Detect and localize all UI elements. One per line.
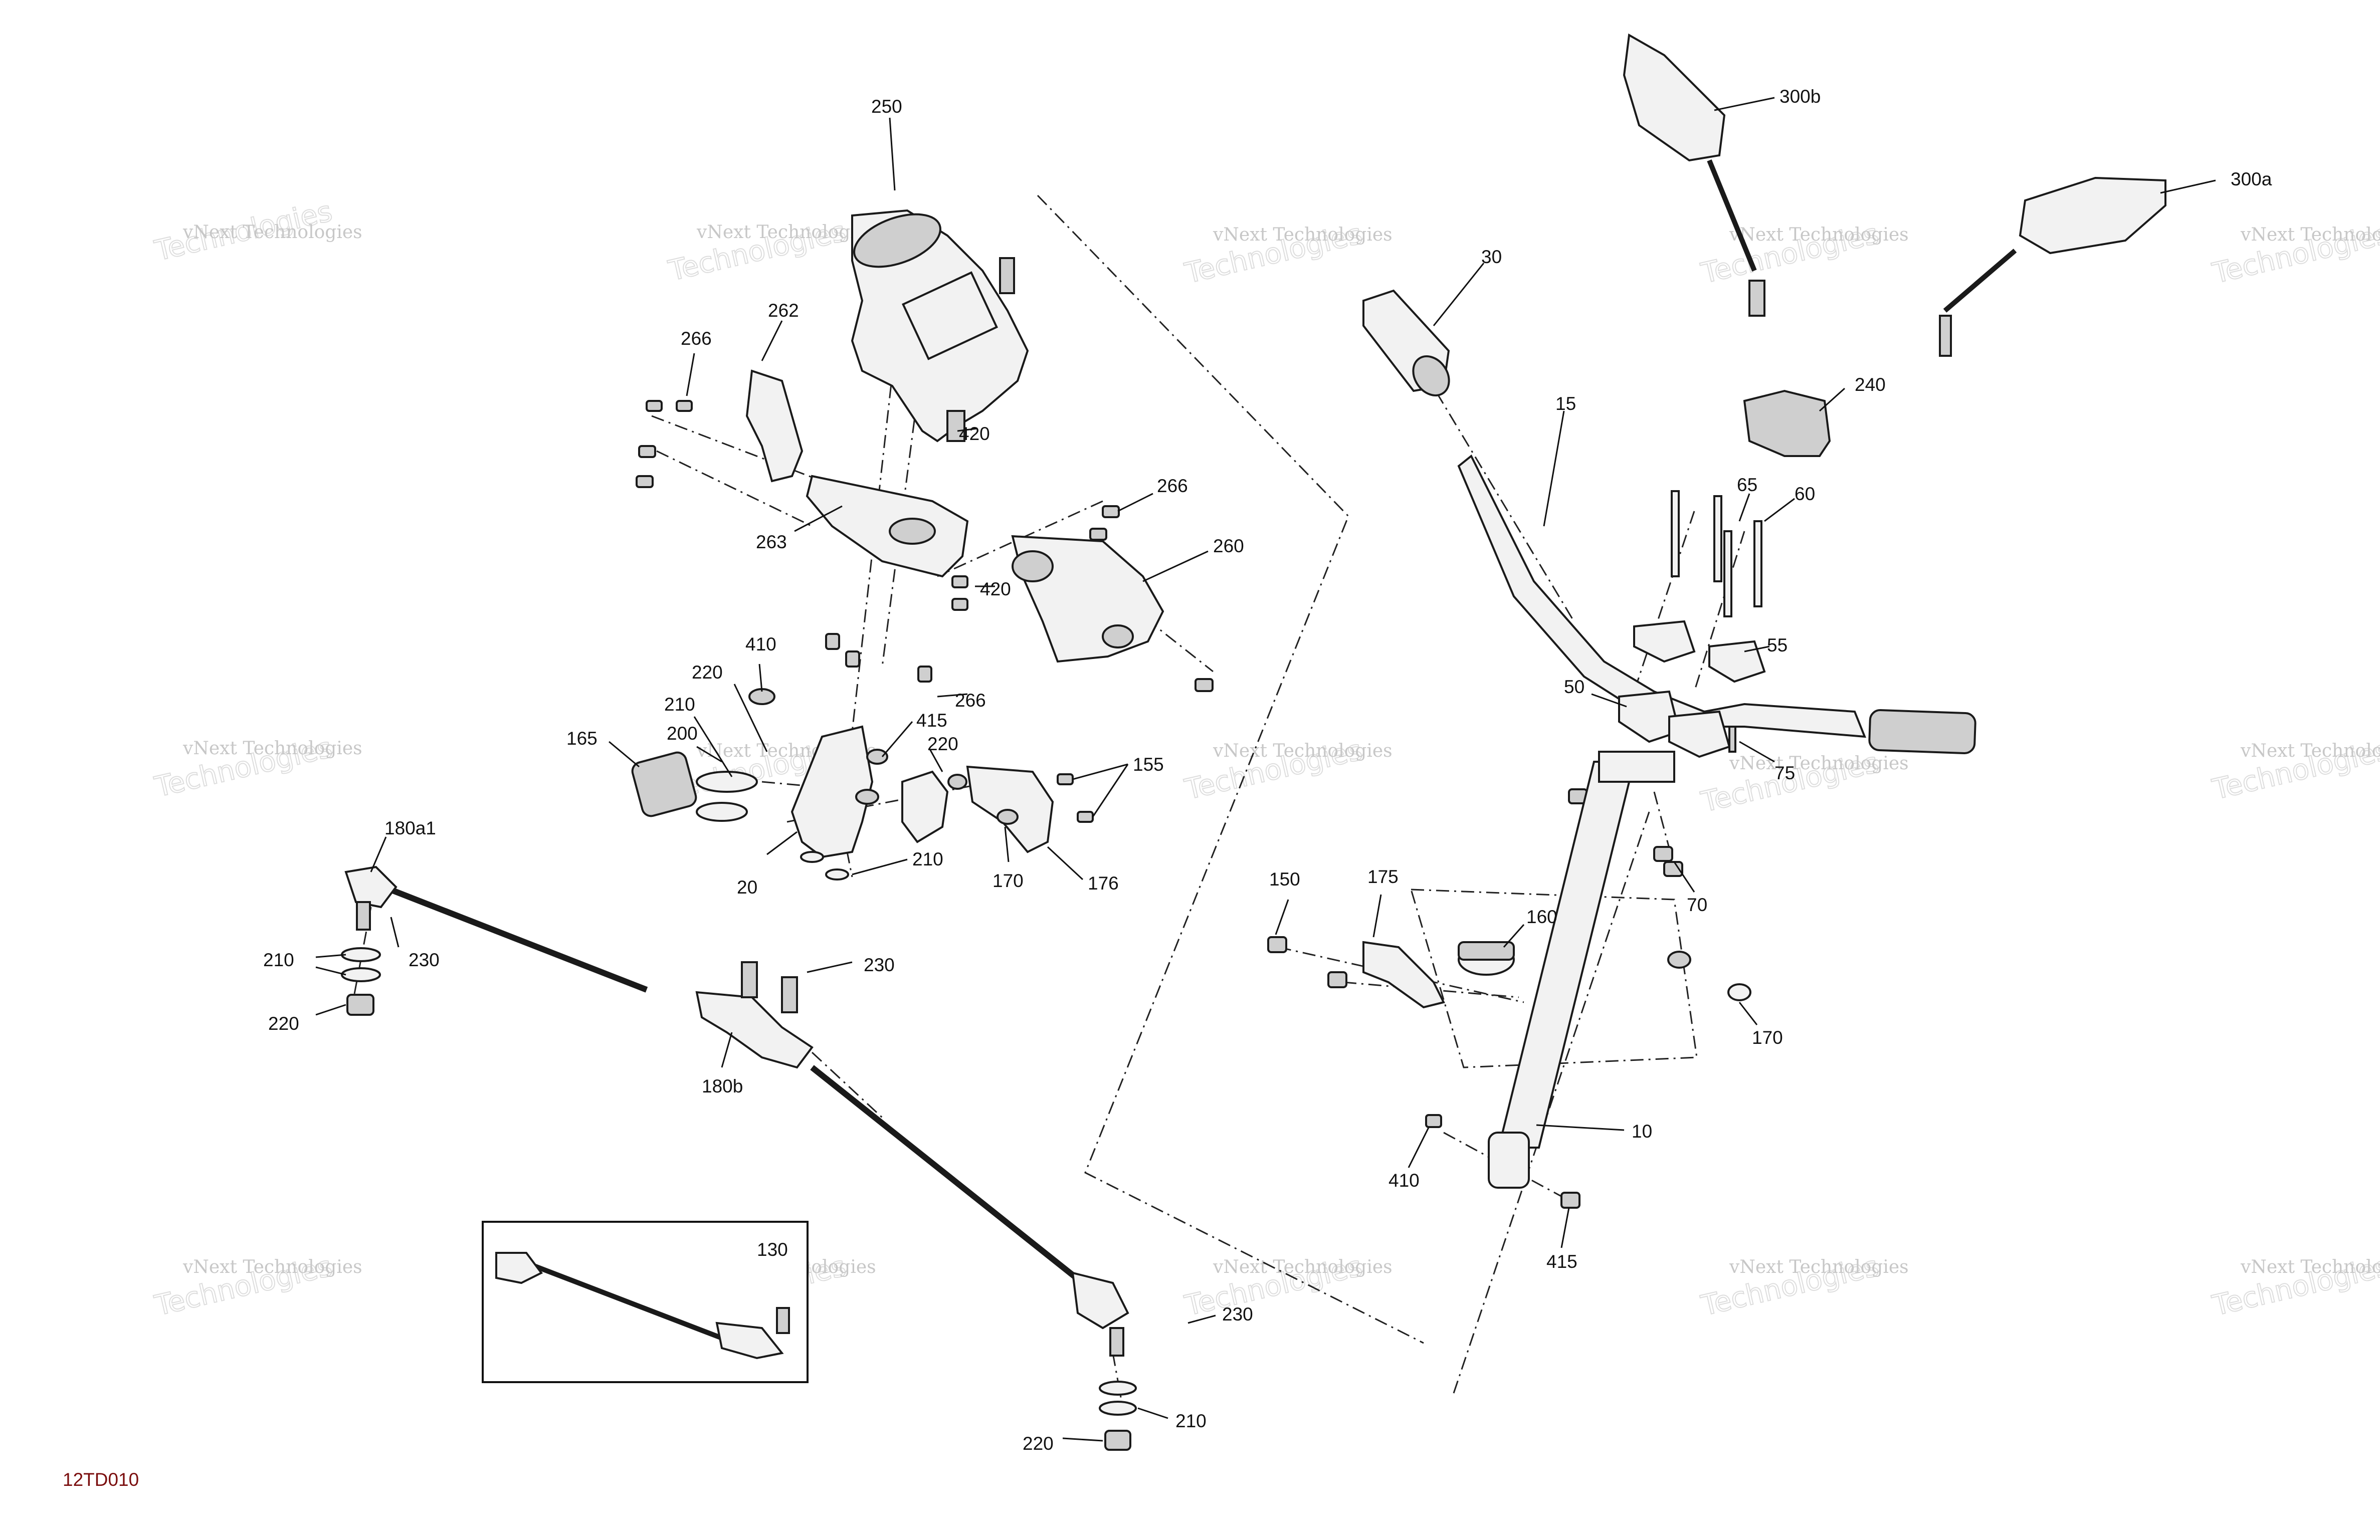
callout-300b: 300b <box>1779 86 1821 107</box>
callout-180b: 180b <box>702 1076 743 1096</box>
callout-266: 266 <box>1157 476 1188 496</box>
bracket-175 <box>1362 941 1445 1009</box>
callout-15: 15 <box>1555 393 1576 414</box>
callout-200: 200 <box>667 723 698 744</box>
callout-240: 240 <box>1855 374 1886 395</box>
callout-65: 65 <box>1737 475 1757 495</box>
callout-220: 220 <box>1023 1433 1054 1454</box>
callout-55: 55 <box>1767 635 1788 655</box>
handlebar-clamps <box>1568 490 1766 877</box>
svg-text:vNext Technologies: vNext Technologies <box>1729 753 1909 774</box>
mirror-300b <box>1623 33 1765 317</box>
callout-160: 160 <box>1526 907 1557 927</box>
callout-165: 165 <box>566 728 598 749</box>
svg-text:vNext Technologies: vNext Technologies <box>696 222 876 243</box>
callout-176: 176 <box>1088 873 1119 894</box>
callout-250: 250 <box>871 96 902 117</box>
callout-300a: 300a <box>2231 169 2272 189</box>
handlebar-grip-30 <box>1362 289 1450 396</box>
callout-220: 220 <box>927 734 958 754</box>
callout-420: 420 <box>980 579 1011 599</box>
callout-175: 175 <box>1367 866 1399 887</box>
callout-263: 263 <box>756 532 787 552</box>
callout-60: 60 <box>1795 484 1815 504</box>
diagram-code: 12TD010 <box>63 1469 139 1490</box>
leader-lines <box>315 97 2216 1442</box>
callout-415: 415 <box>1546 1251 1577 1272</box>
svg-text:Technologies: Technologies <box>152 195 335 267</box>
callout-410: 410 <box>1389 1170 1420 1191</box>
svg-text:vNext Technologies: vNext Technologies <box>1213 741 1393 761</box>
callout-170: 170 <box>1752 1027 1783 1048</box>
switch-housing-240 <box>1743 389 1831 457</box>
callout-420: 420 <box>959 423 990 444</box>
callout-20: 20 <box>737 877 757 898</box>
steering-pivot-assembly <box>631 688 1094 881</box>
power-steering-unit-250 <box>851 209 1029 443</box>
callout-260: 260 <box>1213 536 1244 556</box>
callout-170: 170 <box>993 870 1024 891</box>
svg-text:vNext Technologies: vNext Technologies <box>2240 1257 2380 1277</box>
callout-262: 262 <box>768 300 799 321</box>
callout-410: 410 <box>745 634 776 654</box>
callout-210: 210 <box>1175 1411 1207 1431</box>
mirror-300a <box>1939 176 2166 357</box>
callout-230: 230 <box>409 950 440 970</box>
callout-180a1: 180a1 <box>384 818 436 838</box>
callout-230: 230 <box>864 955 895 975</box>
callout-70: 70 <box>1687 895 1707 915</box>
callout-155: 155 <box>1133 754 1164 775</box>
callout-415: 415 <box>916 710 947 731</box>
callout-10: 10 <box>1632 1121 1652 1142</box>
bracket-262 <box>745 369 804 483</box>
svg-text:vNext Technologies: vNext Technologies <box>1729 1257 1909 1277</box>
callout-75: 75 <box>1774 763 1795 783</box>
callout-220: 220 <box>268 1013 299 1034</box>
callout-220: 220 <box>692 662 723 683</box>
svg-text:vNext Technologies: vNext Technologies <box>1213 1257 1393 1277</box>
bushing-160 <box>1458 941 1515 976</box>
fasteners-upper-left <box>636 400 1214 692</box>
mount-plate-263 <box>806 475 969 578</box>
callout-210: 210 <box>263 950 294 970</box>
svg-text:vNext Technologies: vNext Technologies <box>1729 225 1909 245</box>
fasteners-right <box>1267 936 1751 1209</box>
svg-text:vNext Technologies: vNext Technologies <box>182 738 362 759</box>
bracket-260 <box>1011 535 1164 663</box>
tie-rod-assembly <box>341 865 1137 1451</box>
callout-210: 210 <box>912 849 943 869</box>
svg-text:vNext Technologies: vNext Technologies <box>2240 741 2380 761</box>
inset-box-130 <box>482 1221 809 1383</box>
callout-labels: 250 262 266 420 263 266 260 420 266 410 … <box>263 86 2272 1454</box>
callout-30: 30 <box>1481 247 1502 267</box>
callout-150: 150 <box>1269 869 1300 890</box>
svg-text:vNext Technologies: vNext Technologies <box>1213 225 1393 245</box>
callout-230: 230 <box>1222 1304 1253 1325</box>
steering-column-10 <box>1488 751 1675 1189</box>
handlebar-15 <box>1457 454 1976 754</box>
callout-130: 130 <box>757 1239 788 1260</box>
callout-210: 210 <box>664 694 695 715</box>
svg-text:vNext Technologies: vNext Technologies <box>182 1257 362 1277</box>
callout-266: 266 <box>955 690 986 711</box>
callout-266: 266 <box>681 328 712 349</box>
svg-text:vNext Technologies: vNext Technologies <box>2240 225 2380 245</box>
svg-text:vNext Technologies: vNext Technologies <box>182 222 362 243</box>
callout-50: 50 <box>1564 677 1584 697</box>
